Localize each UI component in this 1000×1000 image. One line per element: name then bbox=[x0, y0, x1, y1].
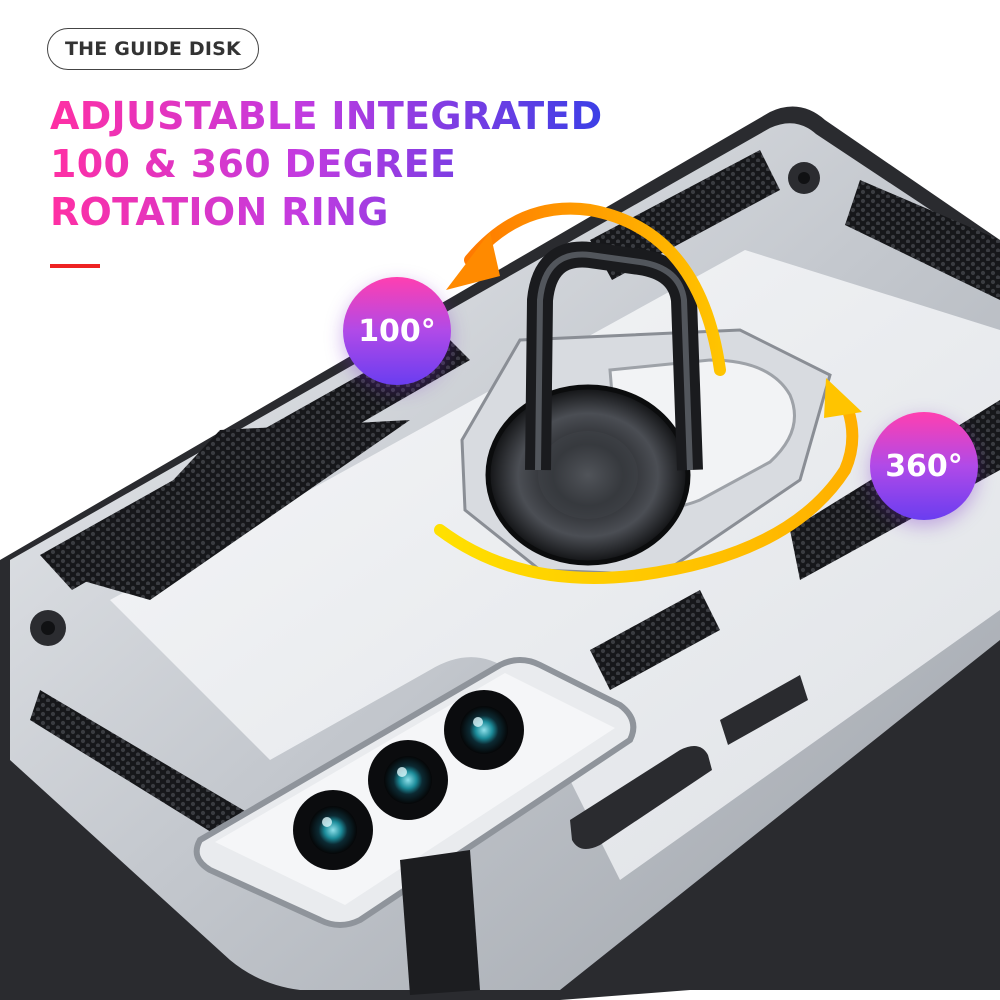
rotation-arrow-counterclockwise bbox=[464, 202, 726, 376]
badge-360-degree: 360° bbox=[870, 412, 978, 520]
badge-100-label: 100° bbox=[358, 313, 436, 349]
grip-strip-top-mid bbox=[590, 150, 780, 280]
camera-lens-1 bbox=[444, 690, 524, 770]
side-button-power bbox=[720, 675, 808, 745]
screw-hole-left bbox=[30, 610, 66, 646]
headline-line-2: 100 & 360 DEGREE bbox=[50, 140, 603, 188]
grip-strip-left bbox=[30, 690, 260, 850]
grip-strip-center-left bbox=[80, 420, 410, 600]
headline-line-3: ROTATION RING bbox=[50, 188, 603, 236]
headline-line-1: ADJUSTABLE INTEGRATED bbox=[50, 94, 603, 138]
brand-label: THE GUIDE DISK bbox=[65, 38, 241, 60]
brand-pill: THE GUIDE DISK bbox=[47, 28, 259, 70]
rotation-arrow-clockwise bbox=[434, 404, 859, 584]
side-button-volume bbox=[570, 746, 712, 849]
screw-hole-right bbox=[788, 162, 820, 194]
corner-bumper bbox=[400, 850, 480, 995]
arrow-up-curved-icon bbox=[824, 378, 862, 418]
camera-lens-2 bbox=[368, 740, 448, 820]
badge-100-degree: 100° bbox=[343, 277, 451, 385]
grip-strip-top-right bbox=[845, 180, 1000, 300]
arrow-left-curved-icon bbox=[446, 232, 500, 290]
accent-rule bbox=[50, 264, 100, 268]
grip-strip-lower-right bbox=[590, 590, 720, 690]
camera-lens-3 bbox=[293, 790, 373, 870]
headline: ADJUSTABLE INTEGRATED 100 & 360 DEGREE R… bbox=[50, 92, 603, 236]
badge-360-label: 360° bbox=[885, 448, 963, 484]
